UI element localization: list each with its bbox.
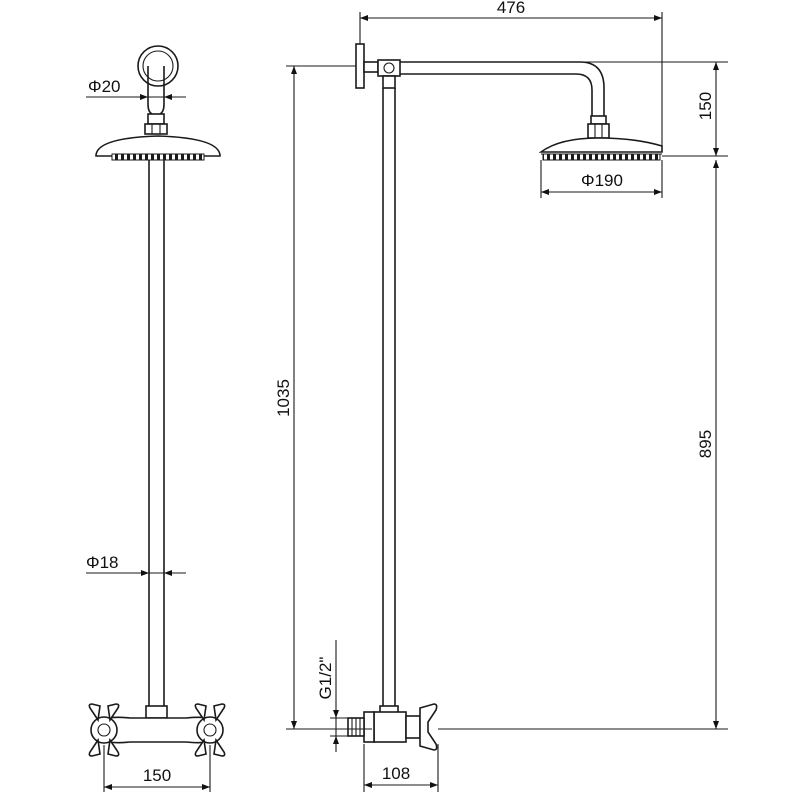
- dimension-arm-projection: 476: [359, 0, 663, 146]
- label-inlet-thread: G1/2": [316, 657, 335, 700]
- label-pipe-diameter-top: Φ20: [88, 77, 120, 96]
- label-riser-diameter: Φ18: [86, 553, 118, 572]
- front-view: Φ20 Φ18 150: [86, 45, 226, 792]
- front-mixer: [103, 705, 213, 744]
- dimension-mixer-center-distance: 150: [103, 745, 211, 792]
- label-mixer-depth: 108: [382, 764, 410, 783]
- dimension-mixer-depth: 108: [363, 744, 439, 792]
- label-mixer-center-distance: 150: [143, 766, 171, 785]
- front-riser-pipe: [148, 160, 165, 708]
- front-shower-arm: [147, 66, 165, 115]
- dimension-riser-diameter: Φ18: [86, 553, 186, 576]
- side-mixer: [347, 703, 438, 751]
- label-arm-drop: 150: [696, 92, 715, 120]
- label-head-height: 895: [696, 430, 715, 458]
- label-arm-projection: 476: [497, 0, 525, 17]
- label-total-height: 1035: [274, 379, 293, 417]
- front-shower-head: [95, 135, 221, 161]
- side-view: 476 150 Φ190 1035: [274, 0, 728, 792]
- side-riser-pipe: [382, 88, 396, 708]
- dimension-total-height: 1035: [274, 65, 372, 730]
- side-arm-tee: [363, 59, 401, 89]
- front-left-cross-handle: [88, 703, 120, 757]
- dimension-pipe-diameter-top: Φ20: [86, 77, 186, 100]
- label-head-diameter: Φ190: [581, 171, 623, 190]
- front-swivel-nut: [144, 113, 168, 135]
- dimension-head-diameter: Φ190: [540, 160, 663, 198]
- side-wall-plate: [355, 43, 365, 89]
- dimension-inlet-thread: G1/2": [316, 640, 348, 752]
- dimension-head-height: 895: [438, 160, 728, 730]
- front-wall-flange: [137, 45, 179, 87]
- side-shower-arm: [400, 61, 605, 116]
- front-right-cross-handle: [194, 703, 226, 757]
- side-shower-head: [538, 137, 663, 161]
- side-swivel-nut: [587, 115, 610, 139]
- dimension-arm-drop: 150: [580, 61, 728, 157]
